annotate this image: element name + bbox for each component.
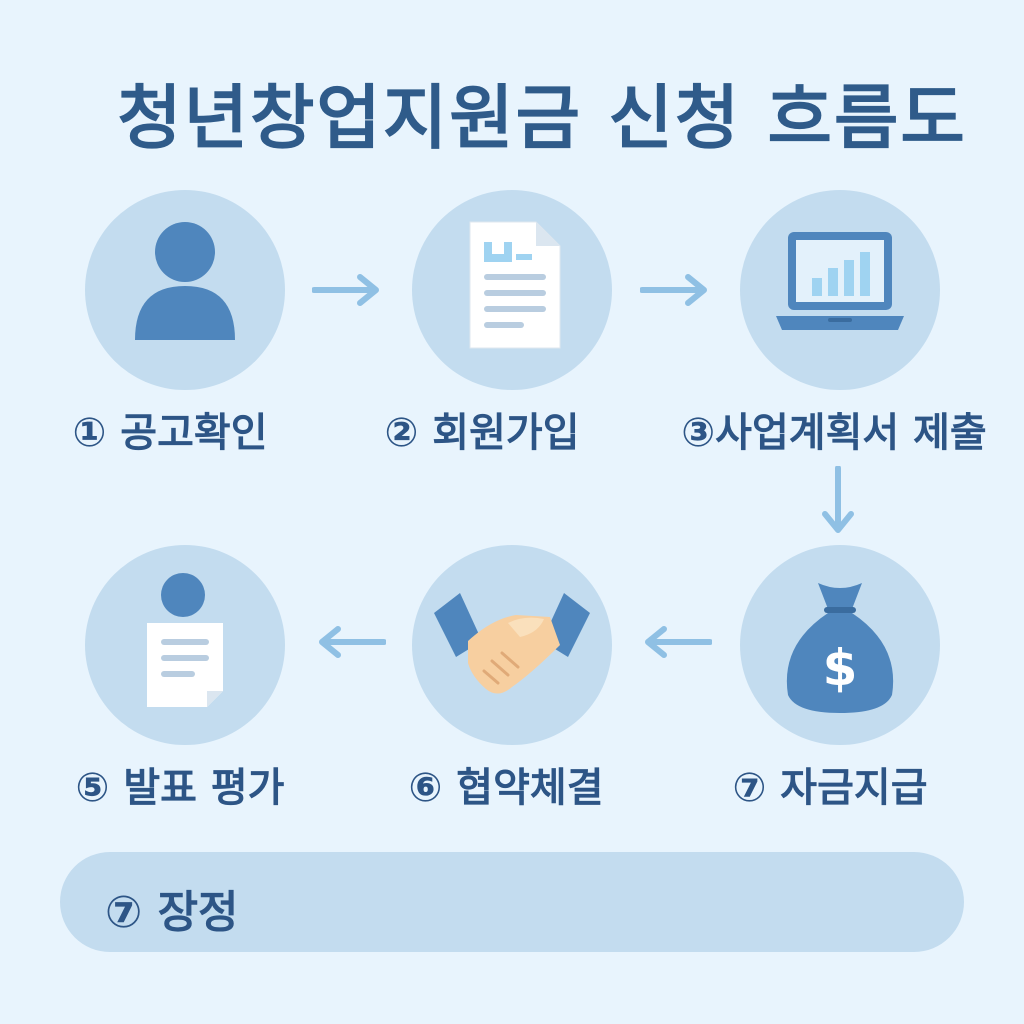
arrow-right-icon (312, 274, 379, 306)
arrow-down-icon (822, 466, 854, 533)
person-icon (135, 222, 235, 340)
arrow-left-icon (319, 626, 386, 658)
arrow-left-icon (645, 626, 712, 658)
step-label-4: ⑦ 자금지급 (732, 765, 928, 811)
step-circle-4: $ (740, 545, 940, 745)
page-title: 청년창업지원금 신청 흐름도 (117, 77, 967, 159)
laptop-chart-icon (776, 232, 904, 330)
handshake-icon (434, 593, 590, 694)
step-circle-2 (412, 190, 612, 390)
step-circle-5 (412, 545, 612, 745)
step-label-6: ⑤ 발표 평가 (75, 765, 285, 811)
svg-text:$: $ (823, 639, 858, 697)
bottom-bar-label: ⑦ 장정 (105, 887, 239, 938)
document-icon (469, 221, 561, 349)
arrow-right-icon (640, 274, 707, 306)
step-circle-1 (85, 190, 285, 390)
step-label-2: ② 회원가입 (384, 410, 580, 456)
step-circle-6 (85, 545, 285, 745)
step-circle-3 (740, 190, 940, 390)
step-label-1: ① 공고확인 (72, 410, 268, 456)
money-bag-icon: $ (786, 583, 894, 713)
step-label-3: ③사업계획서 제출 (681, 410, 987, 456)
person-document-icon (147, 573, 223, 707)
step-label-5: ⑥ 협약체결 (408, 765, 604, 811)
bottom-bar (60, 852, 964, 952)
